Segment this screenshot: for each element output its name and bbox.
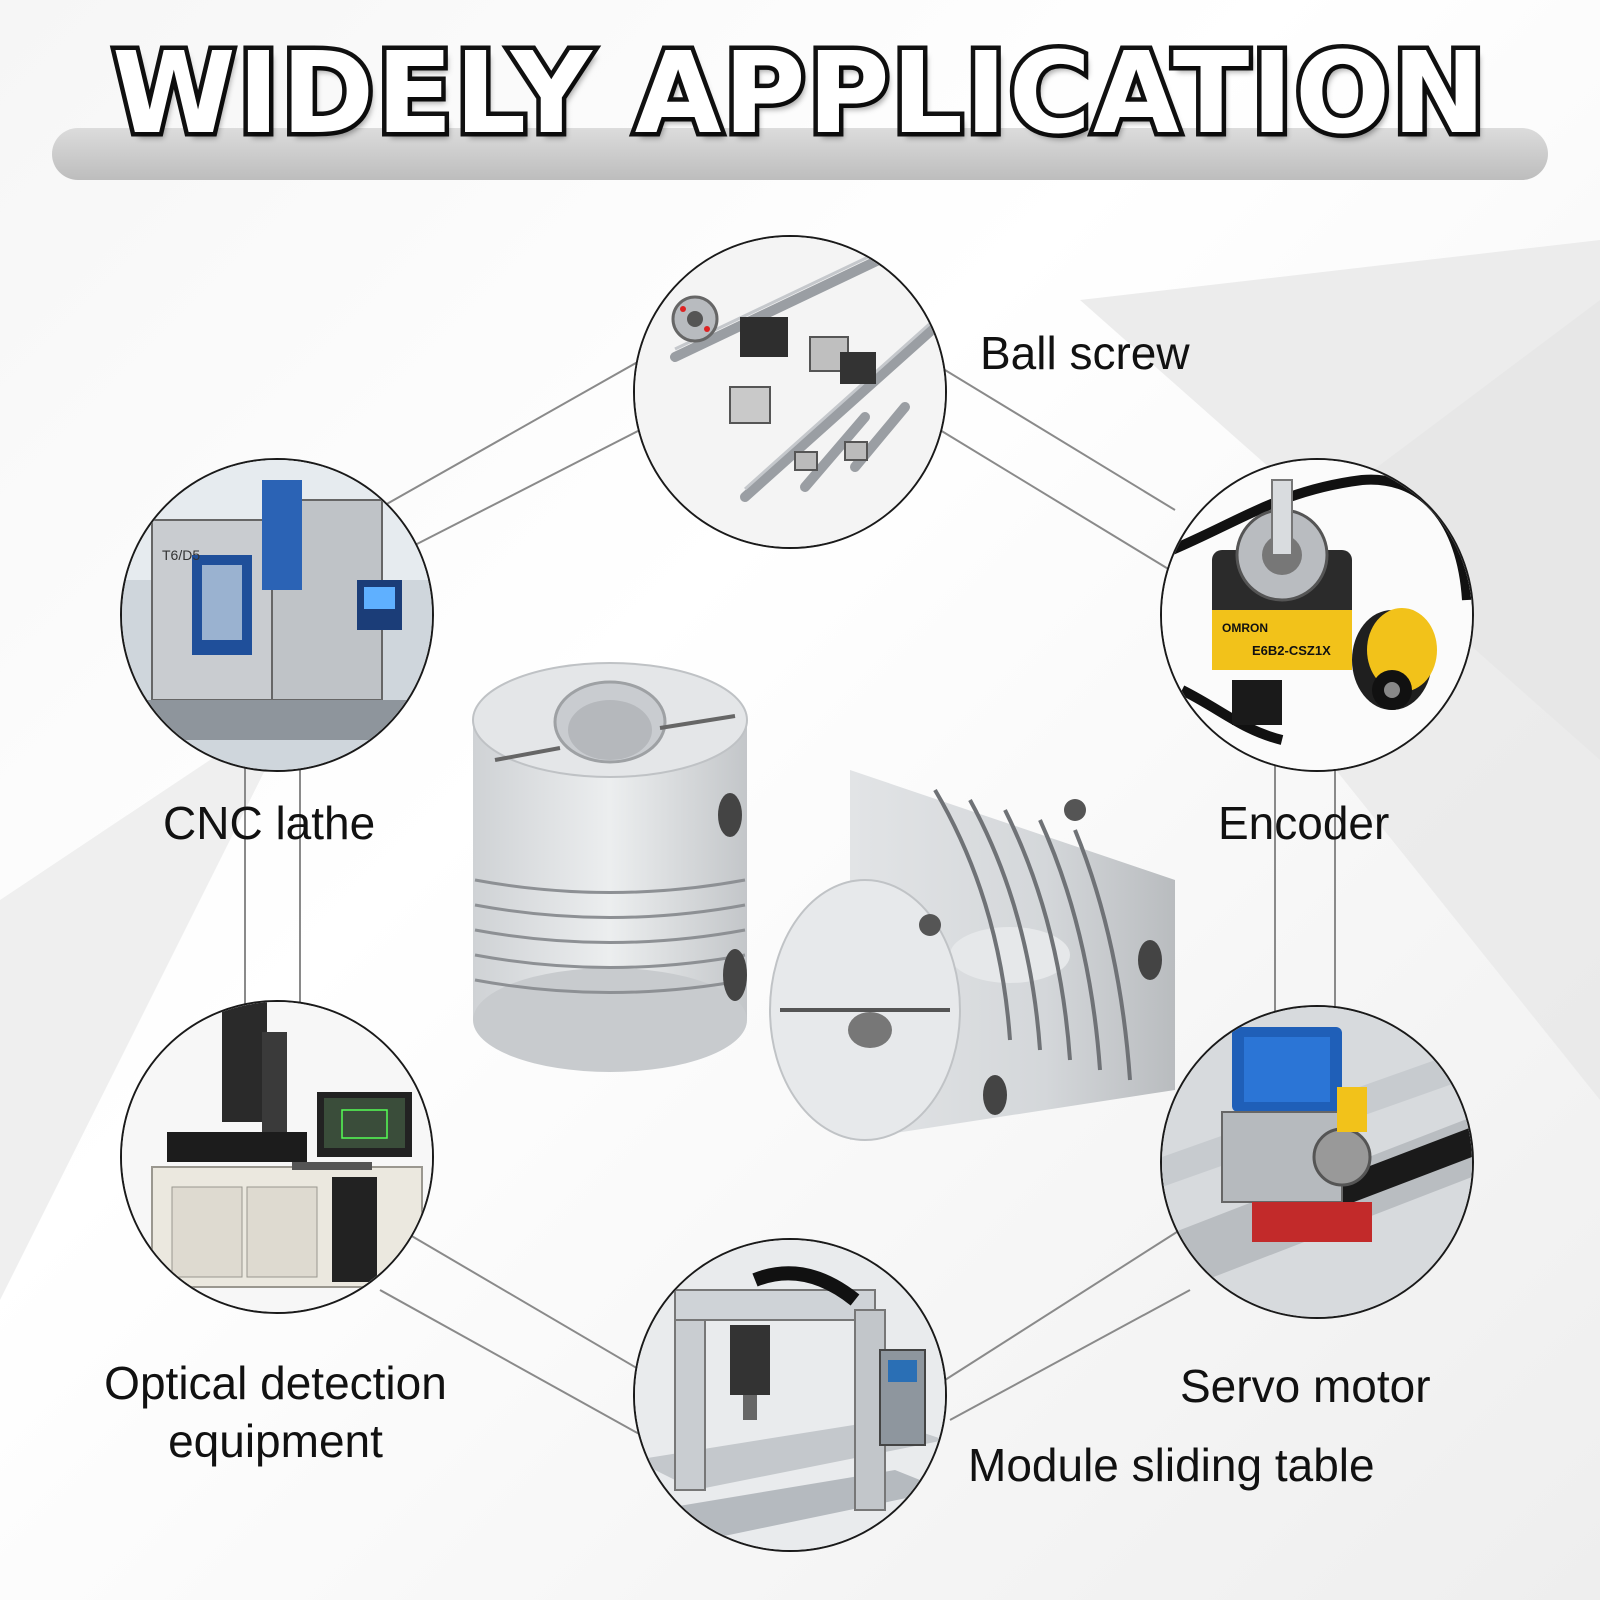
label-module-sliding-table: Module sliding table <box>968 1439 1375 1491</box>
label-servo-motor: Servo motor <box>1180 1360 1431 1412</box>
label-ball-screw: Ball screw <box>980 327 1190 379</box>
svg-text:E6B2-CSZ1X: E6B2-CSZ1X <box>1252 643 1331 658</box>
ball-screw-image <box>633 235 947 549</box>
label-optical-detection: Optical detection equipment <box>88 1355 463 1470</box>
label-encoder: Encoder <box>1218 797 1390 849</box>
encoder-image: OMRON E6B2-CSZ1X <box>1160 458 1474 772</box>
page-title: WIDELY APPLICATION <box>108 29 1491 159</box>
label-optical-line1: Optical detection <box>104 1357 447 1409</box>
module-sliding-table-image <box>633 1238 947 1552</box>
servo-motor-image <box>1160 1005 1474 1319</box>
svg-text:OMRON: OMRON <box>1222 621 1268 635</box>
optical-detection-image <box>120 1000 434 1314</box>
label-cnc-lathe: CNC lathe <box>163 797 376 849</box>
label-optical-line2: equipment <box>168 1414 383 1467</box>
cnc-lathe-image: T6/D5 <box>120 458 434 772</box>
title-bar <box>52 128 1548 180</box>
svg-text:T6/D5: T6/D5 <box>162 547 200 563</box>
